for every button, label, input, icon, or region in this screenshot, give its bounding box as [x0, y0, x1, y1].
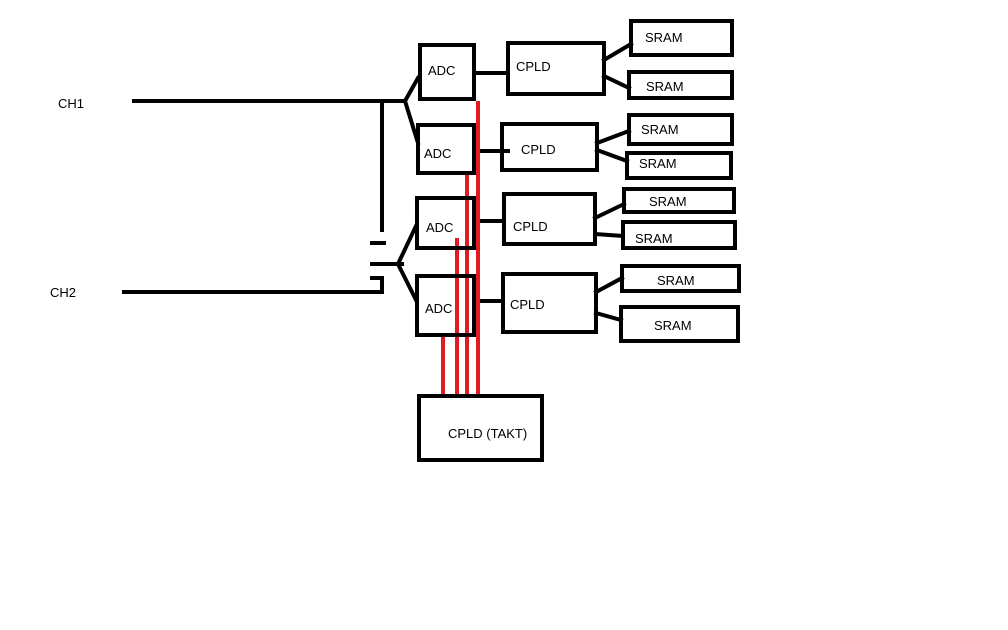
cpld4-sram8-link: [593, 310, 624, 323]
clock-wires: [441, 101, 480, 397]
sram-label-6: SRAM: [635, 231, 673, 246]
adc-block-1: ADC: [418, 43, 476, 101]
sram-label-7: SRAM: [657, 273, 695, 288]
cpld1-sram1-link: [601, 41, 634, 63]
cpld-block-3: CPLD: [502, 192, 597, 246]
sram-block-6: SRAM: [621, 220, 737, 250]
cpld-label-4: CPLD: [510, 297, 545, 312]
sram-block-4: SRAM: [625, 151, 733, 180]
cpld-label-2: CPLD: [521, 142, 556, 157]
clock-cpld-label: CPLD (TAKT): [448, 426, 528, 441]
sram-block-8: SRAM: [619, 305, 740, 343]
sram-block-7: SRAM: [620, 264, 741, 293]
cpld-block-1: CPLD: [506, 41, 606, 96]
cpld2-sram4-link: [594, 147, 630, 164]
cpld-label-1: CPLD: [516, 59, 551, 74]
cpld4-sram7-link: [593, 275, 625, 295]
ch2-label: CH2: [50, 285, 77, 300]
adc-label-1: ADC: [428, 63, 456, 78]
cpld1-sram2-link: [601, 73, 632, 91]
signal-wires: [122, 41, 634, 323]
ch2-fork-lower: [395, 261, 419, 303]
ch1-fork-lower: [402, 98, 421, 146]
clock-cpld-block: CPLD (TAKT): [417, 394, 544, 462]
adc-label-4: ADC: [425, 301, 453, 316]
sram-label-2: SRAM: [646, 79, 684, 94]
cpld-label-3: CPLD: [513, 219, 548, 234]
adc-label-3: ADC: [426, 220, 454, 235]
cpld2-sram3-link: [594, 128, 632, 146]
cpld3-sram6-link: [592, 231, 626, 239]
cpld-block-4: CPLD: [501, 272, 598, 334]
adc-block-3: ADC: [415, 196, 476, 250]
sram-label-4: SRAM: [639, 156, 677, 171]
sram-block-1: SRAM: [629, 19, 734, 57]
cpld3-sram5-link: [592, 201, 627, 221]
sram-block-3: SRAM: [627, 113, 734, 146]
ch1-fork-upper: [402, 75, 421, 104]
adc-label-2: ADC: [424, 146, 452, 161]
adc-block-4: ADC: [415, 274, 476, 337]
ch2-fork-upper: [395, 223, 419, 267]
sram-label-8: SRAM: [654, 318, 692, 333]
cpld-block-2: CPLD: [500, 122, 599, 172]
sram-block-5: SRAM: [622, 187, 736, 214]
sram-label-3: SRAM: [641, 122, 679, 137]
ch1-label: CH1: [58, 96, 85, 111]
sram-block-2: SRAM: [627, 70, 734, 100]
sram-label-1: SRAM: [645, 30, 683, 45]
sram-label-5: SRAM: [649, 194, 687, 209]
adc-block-2: ADC: [416, 123, 476, 175]
